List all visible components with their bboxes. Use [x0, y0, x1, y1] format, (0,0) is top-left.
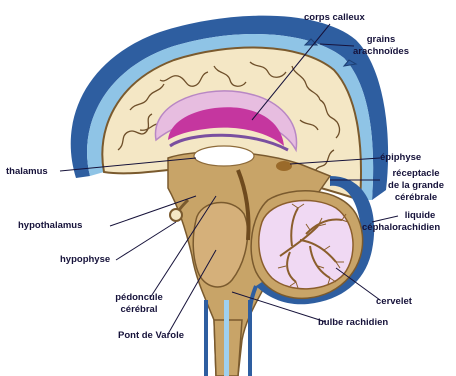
label-receptacle-2: de la grande	[382, 180, 450, 191]
cerebellum	[259, 200, 353, 288]
label-cervelet: cervelet	[376, 296, 412, 307]
thalamus	[194, 146, 254, 166]
label-arachnoides: arachnoïdes	[340, 46, 422, 57]
spinal-canal	[224, 300, 229, 376]
label-epiphyse: épiphyse	[380, 152, 421, 163]
pineal-gland	[276, 161, 292, 171]
label-pedoncule-1: pédoncule	[104, 292, 174, 303]
label-grains: grains	[346, 34, 416, 45]
pituitary	[170, 209, 182, 221]
label-hypothalamus: hypothalamus	[18, 220, 82, 231]
label-liquide-2: céphalorachidien	[362, 222, 440, 233]
label-pont: Pont de Varole	[118, 330, 184, 341]
label-liquide-1: liquide	[392, 210, 448, 221]
label-pedoncule-2: cérébral	[104, 304, 174, 315]
label-corps-calleux: corps calleux	[304, 12, 365, 23]
label-bulbe: bulbe rachidien	[318, 317, 388, 328]
label-receptacle-3: cérébrale	[382, 192, 450, 203]
leader-hypophyse	[116, 222, 176, 260]
label-receptacle-1: réceptacle	[382, 168, 450, 179]
label-thalamus: thalamus	[6, 166, 48, 177]
label-hypophyse: hypophyse	[60, 254, 110, 265]
